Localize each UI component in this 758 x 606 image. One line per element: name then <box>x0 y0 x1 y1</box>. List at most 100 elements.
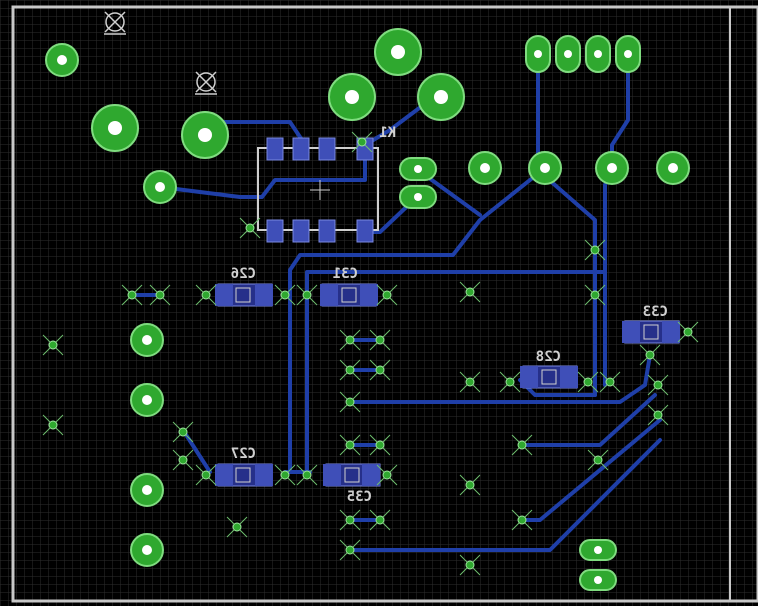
via-cross-icon <box>339 329 361 351</box>
capacitor-c35 <box>323 463 381 487</box>
via-cross-icon <box>511 434 533 456</box>
via-cross-icon <box>274 284 296 306</box>
round-pad-icon <box>181 111 229 159</box>
capacitor-c33 <box>622 320 680 344</box>
via-cross-icon <box>577 371 599 393</box>
round-pad-icon <box>91 104 139 152</box>
via-cross-icon <box>172 421 194 443</box>
label-c33: C33 <box>643 304 668 320</box>
round-pad-icon <box>130 383 164 417</box>
trace <box>538 170 597 397</box>
capacitor-c31 <box>320 283 378 307</box>
via-cross-icon <box>339 539 361 561</box>
via-cross-icon <box>296 464 318 486</box>
via-cross-icon <box>369 509 391 531</box>
via-cross-icon <box>376 464 398 486</box>
label-c26: C26 <box>231 266 256 282</box>
via-cross-icon <box>339 359 361 381</box>
via-cross-icon <box>677 321 699 343</box>
label-c35: C35 <box>347 489 372 505</box>
capacitor-c28 <box>520 365 578 389</box>
round-pad-icon <box>417 73 465 121</box>
via-cross-icon <box>639 344 661 366</box>
via-cross-icon <box>42 414 64 436</box>
capacitor-c27 <box>215 463 273 487</box>
trace <box>158 148 367 199</box>
oval-pad <box>555 35 581 73</box>
through-hole-pads <box>45 28 690 567</box>
oval-pad <box>585 35 611 73</box>
oval-pad <box>399 185 437 209</box>
via-cross-icon <box>499 371 521 393</box>
relay-k1-pads <box>266 137 374 243</box>
via-cross-icon <box>599 371 621 393</box>
oval-pad <box>615 35 641 73</box>
via-cross-icon <box>226 516 248 538</box>
smd-pad <box>292 137 310 161</box>
round-pad-icon <box>143 170 177 204</box>
round-pad-icon <box>328 73 376 121</box>
round-pad-icon <box>130 473 164 507</box>
relay-k1-outline <box>257 147 379 231</box>
via-cross-icon <box>459 554 481 576</box>
round-pad-icon <box>468 151 502 185</box>
round-pad-icon <box>595 151 629 185</box>
relay-k1-center-mark <box>310 180 330 200</box>
oval-pad <box>399 157 437 181</box>
capacitor-c26 <box>215 283 273 307</box>
round-pad-icon <box>130 323 164 357</box>
via-cross-icon <box>459 371 481 393</box>
label-c27: C27 <box>231 446 256 462</box>
label-k1: K1 <box>379 125 396 141</box>
via-cross-icon <box>459 474 481 496</box>
smd-pad <box>356 219 374 243</box>
trace <box>348 438 662 552</box>
via-cross-icon <box>584 284 606 306</box>
via-cross-icon <box>42 334 64 356</box>
via-cross-icon <box>121 284 143 306</box>
trace <box>203 120 304 142</box>
round-pad-icon <box>528 151 562 185</box>
smd-pad <box>318 219 336 243</box>
smd-pad <box>266 219 284 243</box>
round-pad-icon <box>374 28 422 76</box>
via-cross-icon <box>195 464 217 486</box>
trace <box>520 393 657 447</box>
round-pad-icon <box>45 43 79 77</box>
via-cross-icon <box>351 131 373 153</box>
via-cross-icon <box>584 239 606 261</box>
smd-pad <box>318 137 336 161</box>
via-cross-icon <box>339 509 361 531</box>
via-cross-icon <box>369 434 391 456</box>
oval-header-pads <box>399 35 641 591</box>
via-cross-icon <box>369 359 391 381</box>
trace <box>288 170 542 474</box>
via-cross-icon <box>647 404 669 426</box>
via-cross-icon <box>172 449 194 471</box>
via-cross-icon <box>339 434 361 456</box>
via-cross-icon <box>511 509 533 531</box>
oval-pad <box>525 35 551 73</box>
via-cross-icon <box>296 284 318 306</box>
via-cross-icon <box>647 374 669 396</box>
trace <box>520 418 662 522</box>
label-c28: C28 <box>536 349 561 365</box>
trace <box>305 270 607 474</box>
via-cross-icon <box>195 284 217 306</box>
via-cross-icon <box>339 391 361 413</box>
round-pad-icon <box>130 533 164 567</box>
via-cross-icon <box>274 464 296 486</box>
via-cross-icon <box>459 281 481 303</box>
smd-pad <box>266 137 284 161</box>
via-cross-icon <box>369 329 391 351</box>
via-cross-icon <box>149 284 171 306</box>
fiducial-marks <box>104 11 217 95</box>
via-cross-icon <box>239 217 261 239</box>
board-outline <box>11 5 758 603</box>
oval-pad <box>579 569 617 591</box>
trace <box>348 353 652 404</box>
via-layer <box>42 131 699 576</box>
crosshair-circle-icon <box>195 71 217 95</box>
via-cross-icon <box>587 449 609 471</box>
